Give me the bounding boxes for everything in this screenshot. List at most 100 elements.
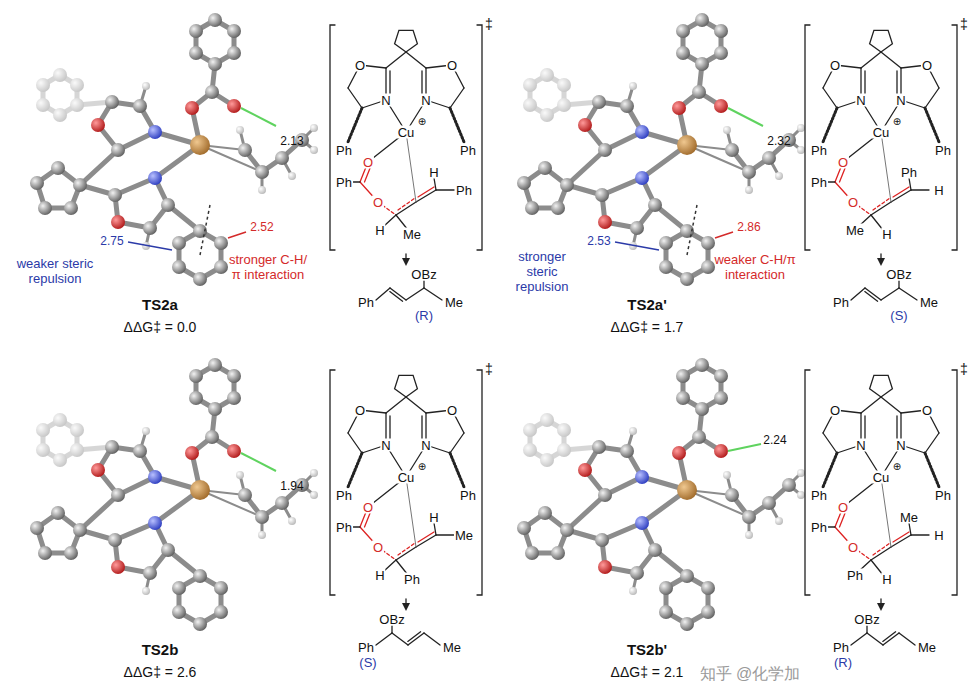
ts-structure [805, 25, 957, 262]
ts-structure [330, 370, 482, 607]
ts2b-model [30, 358, 318, 631]
atom-label: Ph [934, 144, 952, 157]
atom-label: O [446, 59, 458, 72]
ts-name: TS2b [142, 641, 179, 658]
atom-label: O [847, 541, 859, 554]
distance-label: 2.24 [763, 434, 786, 448]
atom-label: O [372, 541, 384, 554]
atom-label: Ph [810, 489, 828, 502]
atom-label: Cu [397, 126, 416, 139]
atom-label: Ph [403, 573, 421, 586]
distance-line [728, 444, 761, 451]
distance-label: 2.52 [250, 221, 273, 235]
atom-label: O [362, 156, 374, 169]
atom-label: N [855, 439, 866, 452]
product-label: Me [444, 296, 464, 309]
leader-line [615, 242, 659, 250]
atom-label: Me [845, 224, 865, 237]
annotation: weaker C-H/π interaction [712, 253, 798, 283]
energy-value: ΔΔG‡ = 2.1 [611, 664, 684, 680]
product-label: Ph [357, 641, 375, 654]
product-label: OBz [853, 613, 880, 626]
ts-symbol: ‡ [960, 16, 968, 32]
leader-line [228, 232, 246, 238]
atom-label: O [446, 404, 458, 417]
atom-label: H [428, 166, 439, 179]
stereo-label: (R) [833, 656, 853, 669]
leader-line [715, 232, 733, 238]
atom-label: Ph [934, 489, 952, 502]
atom-label: N [895, 94, 906, 107]
energy-value: ΔΔG‡ = 2.6 [124, 664, 197, 680]
atom-label: Ph [459, 144, 477, 157]
product-structure [851, 281, 917, 301]
product-structure [376, 281, 442, 301]
product-label: Me [919, 296, 939, 309]
molecule-model [517, 13, 805, 286]
distance-label: 2.32 [767, 135, 790, 149]
product-label: OBz [885, 268, 912, 281]
product-structure [376, 626, 440, 645]
ts-symbol: ‡ [485, 361, 493, 377]
atom-label: Ph [900, 166, 918, 179]
atom-label: H [374, 224, 385, 237]
product-label: OBz [410, 268, 437, 281]
atom-label: H [881, 228, 892, 241]
ts2a-model [30, 13, 318, 286]
atom-label: O [354, 404, 366, 417]
product-label: Me [917, 641, 937, 654]
atom-label: Cu [397, 471, 416, 484]
distance-label: 2.86 [737, 221, 760, 235]
product-label: Ph [357, 296, 375, 309]
distance-line [241, 108, 276, 126]
product-label: Me [442, 641, 462, 654]
charge-symbol: ⊕ [418, 116, 426, 128]
annotation: stronger steric repulsion [502, 250, 582, 295]
atom-label: H [933, 529, 944, 542]
atom-label: Ph [459, 489, 477, 502]
centroid-line [687, 205, 697, 255]
atom-label: Me [402, 228, 422, 241]
charge-symbol: ⊕ [893, 116, 901, 128]
atom-label: O [362, 501, 374, 514]
ts-name: TS2a' [627, 296, 666, 313]
atom-label: O [829, 59, 841, 72]
atom-label: O [354, 59, 366, 72]
distance-line [728, 108, 763, 126]
atom-label: Cu [872, 471, 891, 484]
charge-symbol: ⊕ [418, 461, 426, 473]
atom-label: Ph [810, 144, 828, 157]
atom-label: Ph [810, 521, 828, 534]
distance-label: 2.75 [100, 235, 123, 249]
distance-label: 1.94 [280, 480, 303, 494]
ts2a-prime-model [517, 13, 805, 286]
atom-label: Ph [335, 144, 353, 157]
atom-label: N [420, 94, 431, 107]
ts-structure [330, 25, 482, 262]
product-label: OBz [378, 613, 405, 626]
atom-label: H [881, 573, 892, 586]
atom-label: Ph [335, 489, 353, 502]
product-structure [851, 626, 915, 645]
atom-label: Ph [455, 184, 473, 197]
atom-label: N [380, 439, 391, 452]
atom-label: Ph [335, 521, 353, 534]
atom-label: N [420, 439, 431, 452]
atom-label: Ph [846, 569, 864, 582]
annotation: stronger C-H/π interaction [225, 253, 311, 283]
atom-label: N [855, 94, 866, 107]
ts-symbol: ‡ [960, 361, 968, 377]
distance-line [241, 453, 276, 471]
atom-label: O [921, 59, 933, 72]
atom-label: O [837, 501, 849, 514]
atom-label: O [921, 404, 933, 417]
distance-label: 2.13 [280, 135, 303, 149]
atom-label: N [380, 94, 391, 107]
molecule-model [30, 358, 318, 631]
molecule-model [30, 13, 318, 286]
molecule-model [517, 358, 805, 631]
energy-value: ΔΔG‡ = 1.7 [611, 319, 684, 335]
charge-symbol: ⊕ [893, 461, 901, 473]
